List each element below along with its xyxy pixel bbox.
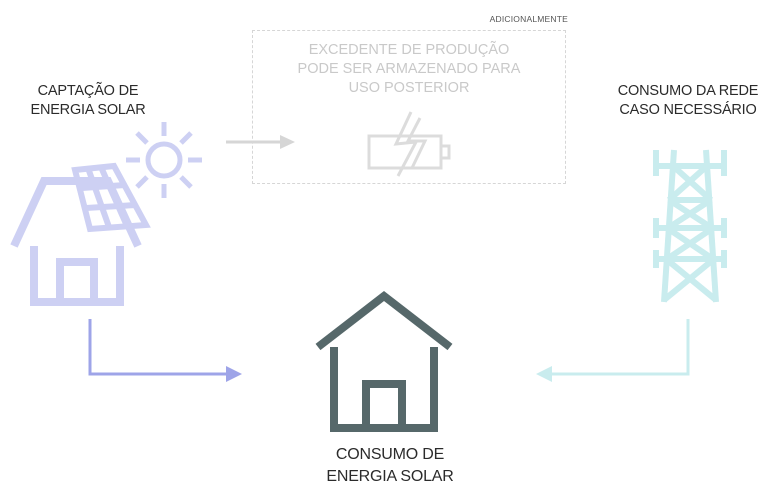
solar-capture-line-1: CAPTAÇÃO DE <box>37 83 139 99</box>
house-with-solar-panel-icon <box>10 162 151 306</box>
sun-icon <box>126 122 202 198</box>
grid-consumption-line-2: CASO NECESSÁRIO <box>619 102 757 118</box>
additional-tag: ADICIONALMENTE <box>489 14 568 24</box>
surplus-arrow <box>226 135 295 149</box>
surplus-storage-text: EXCEDENTE DE PRODUÇÃO PODE SER ARMAZENAD… <box>252 41 566 98</box>
home-consumption-label: CONSUMO DE ENERGIA SOLAR <box>290 444 490 488</box>
solar-capture-line-2: ENERGIA SOLAR <box>30 102 146 118</box>
house-icon <box>315 290 453 432</box>
home-consumption-line-2: ENERGIA SOLAR <box>326 468 454 485</box>
grid-consumption-label: CONSUMO DA REDE CASO NECESSÁRIO <box>608 82 766 120</box>
surplus-storage-box <box>252 30 566 184</box>
grid-flow-arrow <box>536 319 690 382</box>
solar-capture-label: CAPTAÇÃO DE ENERGIA SOLAR <box>8 82 168 120</box>
battery-charging-icon <box>367 111 451 177</box>
grid-consumption-line-1: CONSUMO DA REDE <box>617 83 759 99</box>
home-consumption-line-1: CONSUMO DE <box>335 446 445 463</box>
surplus-text-line-3: USO POSTERIOR <box>348 80 470 96</box>
surplus-text-line-1: EXCEDENTE DE PRODUÇÃO <box>308 42 510 58</box>
transmission-tower-icon <box>653 149 727 303</box>
solar-flow-arrow <box>88 319 242 382</box>
surplus-text-line-2: PODE SER ARMAZENADO PARA <box>297 61 521 77</box>
